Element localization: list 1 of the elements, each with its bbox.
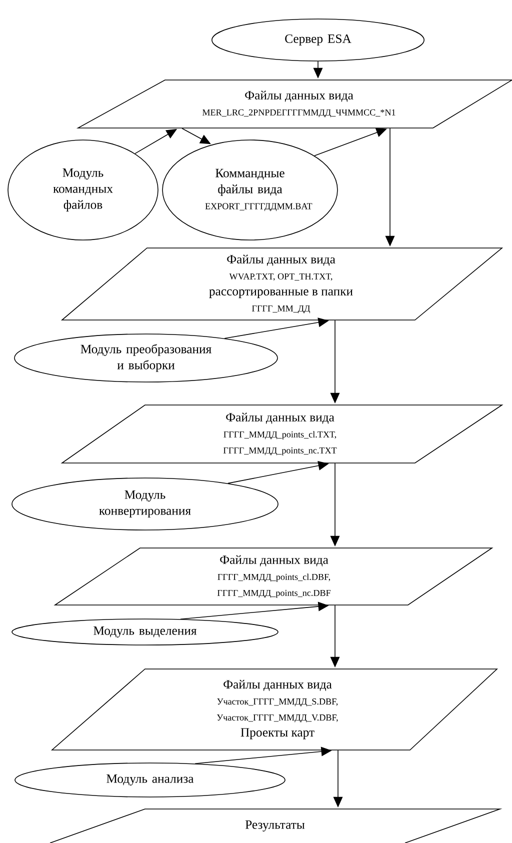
data-parallelogram: Результаты — [50, 808, 502, 843]
